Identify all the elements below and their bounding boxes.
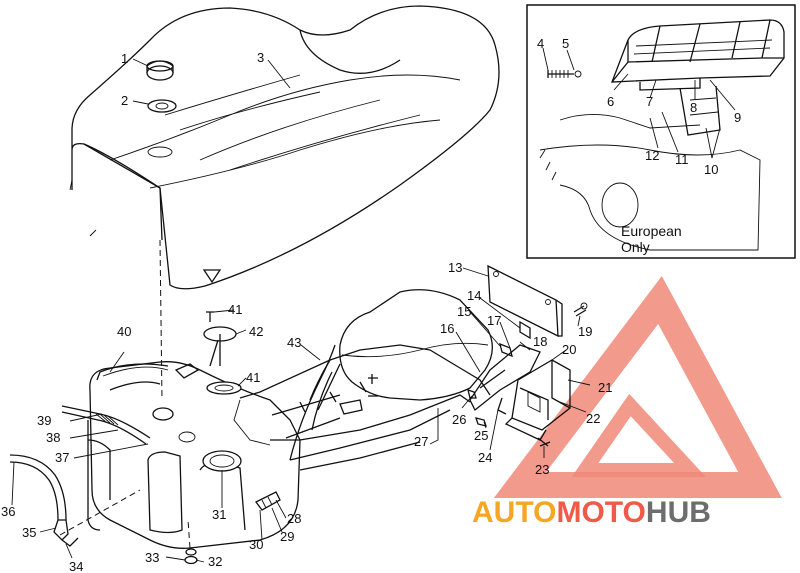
gas-cap-drawing — [146, 60, 177, 113]
svg-text:AUTOMOTOHUB: AUTOMOTOHUB — [472, 496, 711, 529]
hose-43 — [289, 344, 336, 461]
callout-17: 17 — [487, 313, 501, 328]
alignment-dashed-line — [159, 239, 163, 401]
callout-13: 13 — [448, 260, 462, 275]
callout-41-lower: 41 — [246, 370, 260, 385]
watermark-inner-triangle — [571, 393, 706, 477]
watermark-text-auto: AUTO — [472, 496, 556, 529]
callout-27: 27 — [414, 434, 428, 449]
callout-1: 1 — [121, 51, 128, 66]
callout-35: 35 — [22, 525, 36, 540]
callout-34: 34 — [69, 559, 83, 573]
inset-caption-european: European — [621, 223, 682, 239]
callout-5: 5 — [562, 36, 569, 51]
callout-42: 42 — [249, 324, 263, 339]
callout-8: 8 — [690, 100, 697, 115]
callout-2: 2 — [121, 93, 128, 108]
callout-41-upper: 41 — [228, 302, 242, 317]
callout-24: 24 — [478, 450, 492, 465]
callout-26: 26 — [452, 412, 466, 427]
watermark-text-hub: HUB — [646, 496, 711, 529]
rear-rack-drawing — [611, 19, 785, 136]
callout-29: 29 — [280, 529, 294, 544]
callout-43: 43 — [287, 335, 301, 350]
callout-33: 33 — [145, 550, 159, 565]
nut-washer-drawing — [184, 519, 198, 565]
frame-drawing — [233, 289, 493, 471]
callout-36: 36 — [1, 504, 15, 519]
fuel-sender-drawing — [203, 311, 242, 395]
callout-28: 28 — [287, 511, 301, 526]
callout-9: 9 — [734, 110, 741, 125]
callout-23: 23 — [535, 462, 549, 477]
watermark-logo: AUTOMOTOHUB — [472, 276, 782, 529]
callout-22: 22 — [586, 411, 600, 426]
license-bracket-drawing — [487, 264, 588, 340]
callout-12: 12 — [645, 148, 659, 163]
callout-4: 4 — [537, 36, 544, 51]
callout-18: 18 — [533, 334, 547, 349]
callout-3: 3 — [257, 50, 264, 65]
callout-32: 32 — [208, 554, 222, 569]
callout-39: 39 — [37, 413, 51, 428]
vent-hose-drawing — [9, 454, 79, 547]
callout-10: 10 — [704, 162, 718, 177]
callout-20: 20 — [562, 342, 576, 357]
leader-lines — [11, 58, 591, 563]
fuel-fitting-drawing — [255, 491, 281, 511]
callout-7: 7 — [646, 94, 653, 109]
callout-6: 6 — [607, 94, 614, 109]
callout-14: 14 — [467, 288, 481, 303]
callout-31: 31 — [212, 507, 226, 522]
watermark-triangle — [493, 276, 782, 498]
inset-frame — [526, 4, 796, 259]
callout-38: 38 — [46, 430, 60, 445]
callout-16: 16 — [440, 321, 454, 336]
callout-25: 25 — [474, 428, 488, 443]
callout-numbers: 1 2 3 4 5 6 7 8 9 10 11 12 13 14 15 16 1… — [1, 36, 741, 573]
callout-40: 40 — [117, 324, 131, 339]
callout-37: 37 — [55, 450, 69, 465]
inset-european-rack: European Only — [526, 4, 796, 259]
callout-15: 15 — [457, 304, 471, 319]
callout-21: 21 — [598, 380, 612, 395]
watermark-text-moto: MOTO — [556, 496, 645, 529]
seat-drawing — [69, 5, 500, 290]
callout-30: 30 — [249, 537, 263, 552]
callout-19: 19 — [578, 324, 592, 339]
callout-11: 11 — [675, 152, 689, 167]
inset-caption-only: Only — [621, 239, 650, 255]
